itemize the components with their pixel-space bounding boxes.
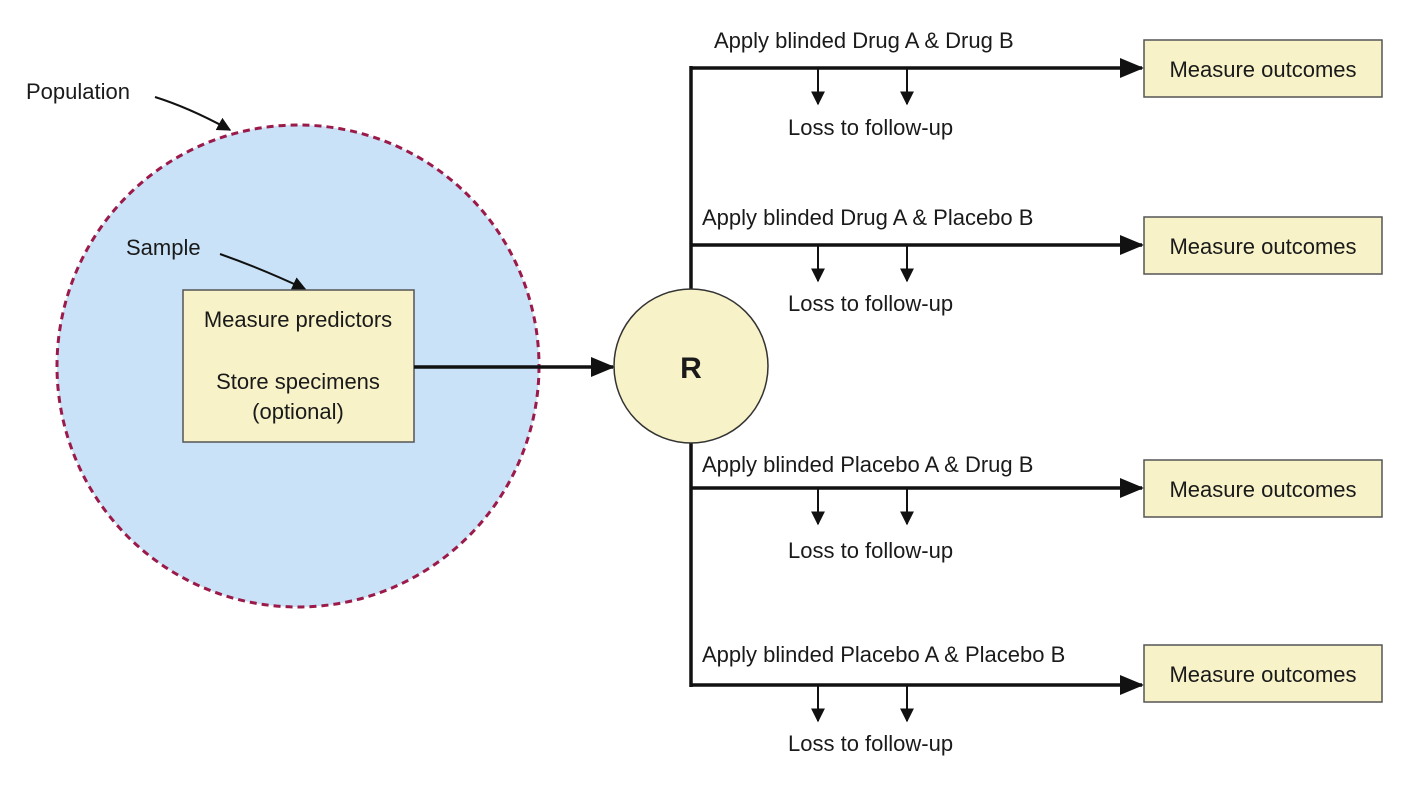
arm-3-outcome-box [1143, 459, 1383, 518]
population-pointer-arrow [154, 96, 232, 131]
arm-2-loss-label: Loss to follow-up [788, 291, 953, 316]
randomization-circle [613, 288, 769, 444]
sample-label: Sample [126, 235, 201, 260]
arm-2-treatment: Apply blinded Drug A & Placebo B [702, 205, 1033, 230]
arm-1: Apply blinded Drug A & Drug B Loss to fo… [691, 28, 1383, 140]
measure-predictors-text: Measure predictors [204, 307, 392, 332]
arm-1-treatment: Apply blinded Drug A & Drug B [714, 28, 1014, 53]
randomization-label: R [680, 352, 702, 385]
arm-4-outcome-box [1143, 644, 1383, 703]
arm-2: Apply blinded Drug A & Placebo B Loss to… [691, 205, 1383, 316]
optional-text: (optional) [252, 399, 344, 424]
arm-1-loss-label: Loss to follow-up [788, 115, 953, 140]
arm-1-outcome-text: Measure outcomes [1169, 57, 1356, 82]
arm-1-outcome-box [1143, 39, 1383, 98]
arm-3-outcome-text: Measure outcomes [1169, 477, 1356, 502]
arm-4-treatment: Apply blinded Placebo A & Placebo B [702, 642, 1065, 667]
arm-3: Apply blinded Placebo A & Drug B Loss to… [691, 452, 1383, 563]
arm-3-treatment: Apply blinded Placebo A & Drug B [702, 452, 1033, 477]
store-specimens-text: Store specimens [216, 369, 380, 394]
population-label: Population [26, 79, 130, 104]
arm-4-outcome-text: Measure outcomes [1169, 662, 1356, 687]
arm-2-outcome-box [1143, 216, 1383, 275]
arm-2-outcome-text: Measure outcomes [1169, 234, 1356, 259]
arm-3-loss-label: Loss to follow-up [788, 538, 953, 563]
sample-box [182, 289, 415, 443]
arm-4-loss-label: Loss to follow-up [788, 731, 953, 756]
sample-pointer-arrow [219, 253, 307, 291]
arm-4: Apply blinded Placebo A & Placebo B Loss… [691, 642, 1383, 756]
